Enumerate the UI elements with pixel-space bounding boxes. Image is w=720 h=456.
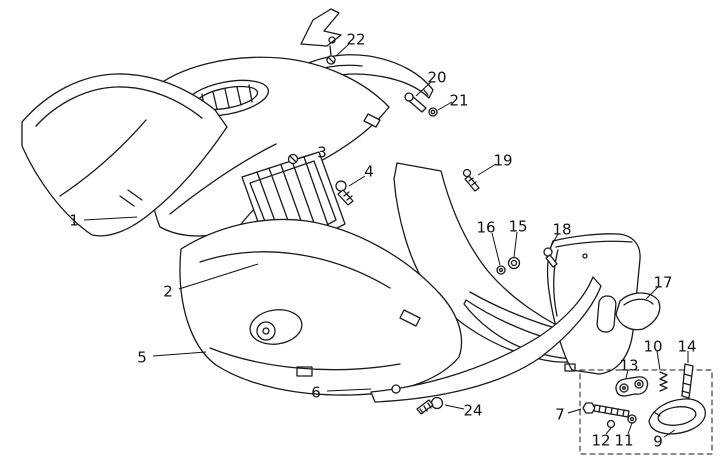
callout-label-12: 12 <box>591 431 610 449</box>
screw-3-icon <box>289 155 298 164</box>
nut-21-icon <box>429 108 437 116</box>
diagram-line-art <box>22 9 712 454</box>
callout-leader-1 <box>83 216 138 221</box>
callout-label-3: 3 <box>317 143 327 161</box>
callout-label-22: 22 <box>346 30 365 48</box>
callout-leader-3 <box>298 153 314 159</box>
callout-label-13: 13 <box>619 356 638 374</box>
callout-leader-13 <box>625 369 629 379</box>
strip-14-icon <box>682 364 693 398</box>
lower-side-panel <box>180 219 462 395</box>
rear-side-panel <box>548 234 640 374</box>
callout-leader-20 <box>415 81 432 97</box>
washer-16-icon <box>497 266 505 274</box>
bolt-7-icon <box>583 403 629 417</box>
callout-label-5: 5 <box>137 348 147 366</box>
callout-leader-17 <box>645 286 659 300</box>
screw-19-icon <box>464 170 480 192</box>
callout-leader-6 <box>326 388 372 392</box>
callout-leader-9 <box>663 429 676 438</box>
callout-label-10: 10 <box>643 337 662 355</box>
callout-label-19: 19 <box>493 151 512 169</box>
callout-label-9: 9 <box>653 432 663 450</box>
callout-label-20: 20 <box>427 68 446 86</box>
callout-leader-7 <box>567 408 582 414</box>
callout-leader-21 <box>437 101 453 111</box>
hardware-detail-box <box>580 364 712 454</box>
bracket-13-icon <box>616 377 648 396</box>
center-top-cover <box>146 57 389 236</box>
callout-label-21: 21 <box>449 91 468 109</box>
callout-leader-12 <box>605 427 612 435</box>
callout-label-18: 18 <box>552 220 571 238</box>
callout-leader-15 <box>513 231 518 258</box>
callout-label-24: 24 <box>463 401 482 419</box>
upper-bracket <box>301 9 341 55</box>
callout-label-16: 16 <box>476 218 495 236</box>
callout-label-6: 6 <box>311 383 321 401</box>
callout-label-14: 14 <box>677 337 696 355</box>
spring-10-icon <box>660 372 667 391</box>
callout-leader-10 <box>656 350 661 371</box>
lower-molding-strip <box>371 277 601 402</box>
callout-leader-18 <box>549 233 559 249</box>
washer-11-icon <box>628 415 636 423</box>
callout-leader-11 <box>627 422 633 435</box>
callout-label-2: 2 <box>163 282 173 300</box>
callout-leader-22 <box>335 43 350 57</box>
callout-leader-5 <box>152 351 207 357</box>
callout-leader-24 <box>444 404 465 410</box>
callout-label-4: 4 <box>364 162 374 180</box>
bolt-4-icon <box>336 181 353 205</box>
bolt-20-icon <box>405 93 426 112</box>
callout-leader-2 <box>178 263 259 290</box>
washer-12-icon <box>608 421 615 428</box>
callout-label-7: 7 <box>555 405 565 423</box>
callout-label-15: 15 <box>508 217 527 235</box>
callout-leader-19 <box>477 163 497 176</box>
cover-9-icon <box>649 399 705 434</box>
front-shield-panel <box>22 74 227 236</box>
callout-leader-16 <box>491 232 501 266</box>
callout-label-1: 1 <box>69 211 79 229</box>
callout-label-11: 11 <box>614 431 633 449</box>
callout-label-17: 17 <box>653 273 672 291</box>
bolt-24-icon <box>417 398 443 415</box>
side-cover-17 <box>616 293 660 330</box>
screw-18-icon <box>544 248 557 267</box>
screw-22-icon <box>327 56 335 64</box>
grommet-15-icon <box>509 258 520 269</box>
callout-leader-4 <box>348 175 366 187</box>
